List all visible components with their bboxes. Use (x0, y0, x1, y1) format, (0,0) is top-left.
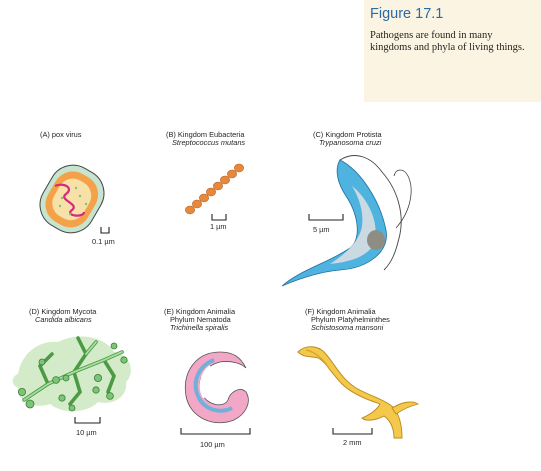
panel-b-species: Streptococcus mutans (172, 138, 246, 148)
candida-illustration (12, 336, 131, 412)
panel-e-phylum: Phylum Nematoda (170, 315, 231, 325)
panel-b-title: (B) Kingdom Eubacteria (166, 130, 245, 139)
panel-d-title: (D) Kingdom Mycota (29, 307, 97, 316)
panel-e-scale-label: 100 µm (200, 440, 225, 449)
panel-f-scale-label: 2 mm (343, 438, 362, 447)
trichinella-illustration (184, 351, 249, 424)
panel-e-species: Trichinella spiralis (170, 323, 229, 333)
panel-f-title: (F) Kingdom Animalia (305, 307, 376, 316)
panel-c-title: (C) Kingdom Protista (313, 130, 382, 139)
panel-e-title: (E) Kingdom Animalia (164, 307, 236, 316)
panel-c-species: Trypanosoma cruzi (319, 138, 382, 148)
panel-a-scale-bar (100, 227, 110, 234)
figure-title: Figure 17.1 (370, 6, 444, 22)
panel-b-scale-label: 1 µm (210, 222, 227, 231)
panel-d-label: (D) Kingdom Mycota Candida albicans (29, 307, 97, 325)
panel-d-scale-label: 10 µm (76, 428, 97, 437)
panel-e-label: (E) Kingdom Animalia Phylum Nematoda Tri… (164, 307, 236, 333)
panel-e-scale-bar (180, 428, 251, 435)
panel-a-title: (A) pox virus (40, 130, 82, 139)
panel-f-phylum: Phylum Platyhelminthes (311, 315, 390, 325)
panel-c-scale-bar (308, 214, 344, 221)
pox-virus-illustration (39, 164, 105, 234)
panel-d-scale-bar (74, 417, 101, 424)
panel-a-scale-label: 0.1 µm (92, 237, 115, 246)
panel-a-label: (A) pox virus (40, 130, 82, 139)
panel-f-label: (F) Kingdom Animalia Phylum Platyhelmint… (305, 307, 390, 333)
panel-f-scale-bar (332, 428, 373, 435)
panel-d-species: Candida albicans (35, 315, 92, 325)
panel-f-species: Schistosoma mansoni (311, 323, 384, 333)
figure-caption-box (364, 0, 541, 102)
trypanosoma-illustration (281, 155, 412, 287)
schistosoma-illustration (297, 346, 420, 439)
panel-b-label: (B) Kingdom Eubacteria Streptococcus mut… (166, 130, 246, 148)
panel-c-scale-label: 5 µm (313, 225, 330, 234)
panel-c-label: (C) Kingdom Protista Trypanosoma cruzi (313, 130, 382, 148)
figure-caption: Pathogens are found in many kingdoms and… (370, 30, 525, 53)
panel-b-scale-bar (211, 214, 227, 221)
streptococcus-chain-illustration (185, 163, 244, 215)
